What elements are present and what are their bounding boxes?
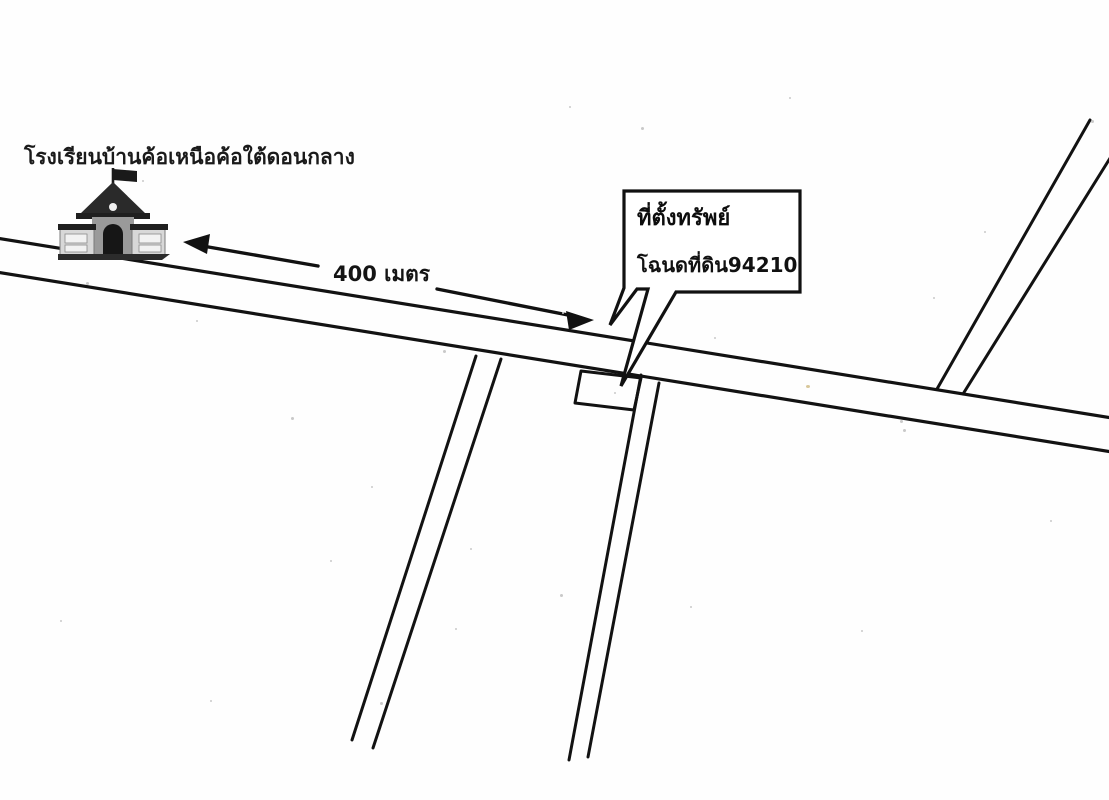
school-left-wing-roof bbox=[58, 224, 96, 230]
school-doorway bbox=[103, 224, 123, 255]
distance-arrow-left-head bbox=[183, 234, 210, 254]
side-road-left-east-edge bbox=[371, 357, 503, 750]
callout-title: ที่ตั้งทรัพย์ bbox=[637, 206, 731, 231]
school-name-label: โรงเรียนบ้านค้อเหนือค้อใต้ดอนกลาง bbox=[24, 145, 355, 169]
side-road-left-west-edge bbox=[350, 354, 478, 742]
callout-subtitle: โฉนดที่ดิน94210 bbox=[637, 253, 798, 277]
side-road-right-west-edge bbox=[567, 373, 643, 762]
branch-road-northeast bbox=[935, 118, 1109, 396]
school-right-window-lower bbox=[138, 244, 162, 253]
main-road-north-edge bbox=[0, 237, 1109, 420]
side-road-right-east-edge bbox=[586, 381, 661, 759]
property-parcel-outline bbox=[573, 369, 643, 412]
school-left-window-lower bbox=[64, 244, 88, 253]
main-road-south-edge bbox=[0, 271, 1109, 454]
school-right-wing-roof bbox=[130, 224, 168, 230]
branch-road-east-edge bbox=[961, 156, 1109, 396]
callout-box bbox=[608, 189, 802, 387]
branch-road-west-edge bbox=[935, 118, 1092, 391]
school-left-window bbox=[64, 233, 88, 244]
school-base bbox=[58, 254, 170, 260]
school-right-window bbox=[138, 233, 162, 244]
side-road-right bbox=[567, 373, 661, 762]
distance-label: 400 เมตร bbox=[333, 262, 431, 286]
main-road bbox=[0, 237, 1109, 454]
callout-box-outline bbox=[608, 189, 802, 387]
distance-arrow-right-shaft bbox=[435, 287, 580, 319]
distance-arrow bbox=[183, 234, 594, 330]
school-flag bbox=[113, 169, 137, 182]
side-road-left bbox=[350, 354, 503, 750]
school-gable-window bbox=[109, 203, 117, 211]
distance-arrow-left-shaft bbox=[195, 243, 320, 268]
school-building-icon bbox=[58, 168, 170, 260]
property-parcel bbox=[573, 369, 643, 412]
distance-arrow-right-head bbox=[566, 311, 594, 330]
school-roof bbox=[80, 182, 146, 214]
